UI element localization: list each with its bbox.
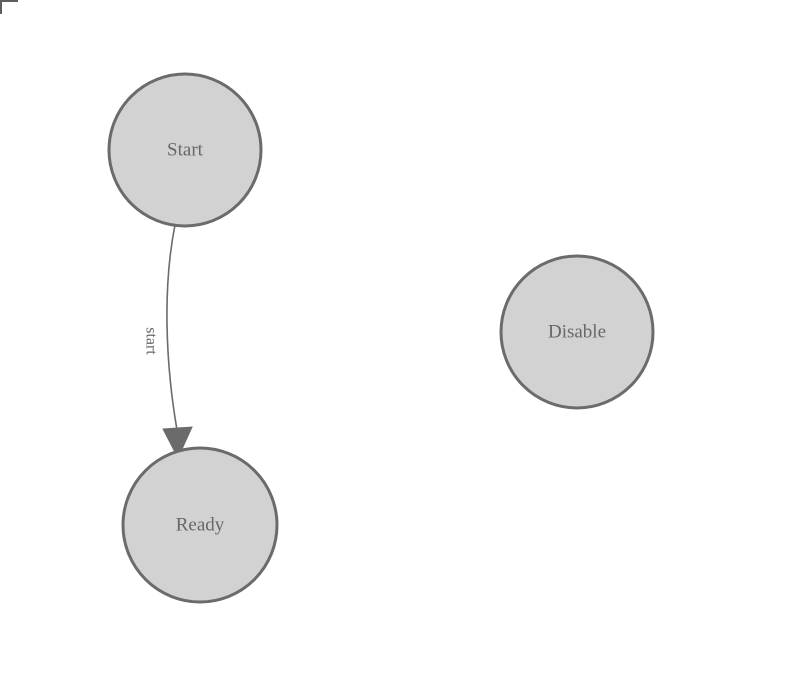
state-node-start-label: Start [167,139,204,160]
edge-label-start: start [142,327,159,355]
edge-start-to-ready[interactable]: start [142,224,193,460]
arrowhead-icon [162,426,193,460]
state-node-disable-shape[interactable] [499,254,655,410]
state-node-disable-label: Disable [548,321,606,342]
edge-path [166,224,178,431]
state-node-ready[interactable]: Ready [121,446,279,604]
canvas-corner-marker-icon [0,0,18,14]
state-node-disable[interactable]: Disable [499,254,655,410]
state-node-start-shape[interactable] [107,72,263,228]
state-node-ready-shape[interactable] [121,446,279,604]
state-node-start[interactable]: Start [107,72,263,228]
state-node-ready-label: Ready [176,514,225,535]
